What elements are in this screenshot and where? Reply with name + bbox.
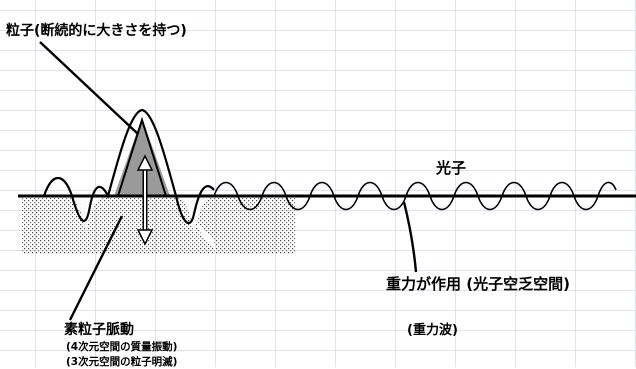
photon-wave [213,181,617,211]
pulse-leader-line [68,215,124,321]
depletion-region [22,196,296,254]
particle-peak-outline [117,116,167,197]
gravity-action-label: 重力が作用 (光子空乏空間) [386,275,570,293]
gravity-wave-label: (重力波) [407,323,458,338]
dip-gap [176,196,214,236]
particle-leader-line [39,41,139,135]
pulse-note-3d: (3次元空間の粒子明滅) [66,356,178,368]
photon-label: 光子 [436,159,467,177]
dip-gap [64,196,108,234]
pulse-arrow-head-up [136,154,154,171]
pulse-note-4d: (4次元空間の質量振動) [66,341,178,353]
dip-gap [196,222,216,252]
particle-peak-fill [114,118,170,196]
particle-label: 粒子(断続的に大きさを持つ) [6,23,187,39]
gravity-leader-line [402,201,418,273]
particle-wave [42,108,215,225]
pulse-arrow-head-down [136,229,154,246]
elementary-pulse-label: 素粒子脈動 [64,322,134,338]
